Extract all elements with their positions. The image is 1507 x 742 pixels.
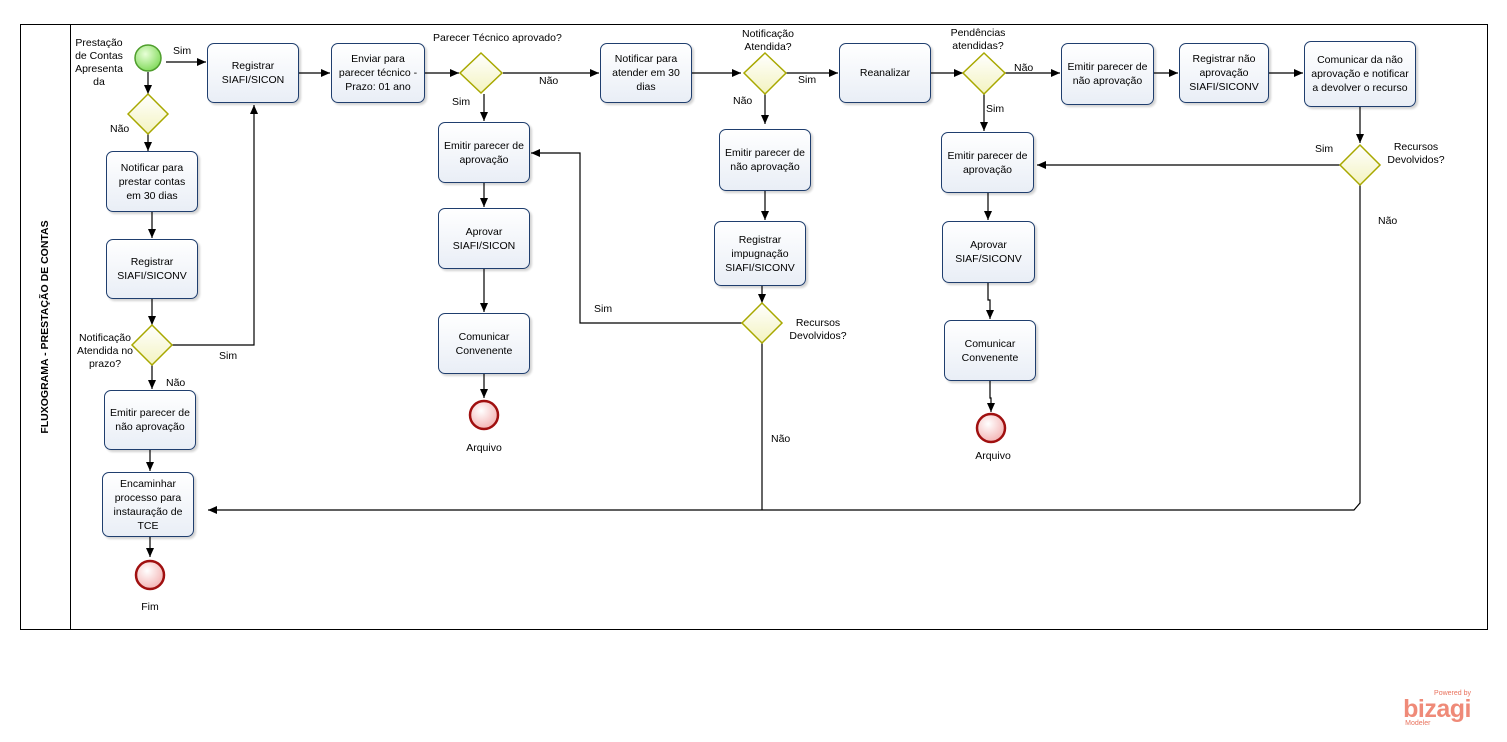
flow-label-nao: Não bbox=[539, 75, 559, 87]
gateway-parecer-tecnico bbox=[458, 51, 504, 95]
pool-border bbox=[20, 24, 1488, 630]
task-aprovar-siaf-siconv[interactable]: Aprovar SIAF/SICONV bbox=[942, 221, 1035, 283]
task-emitir-nao-aprovacao-mid[interactable]: Emitir parecer de não aprovação bbox=[719, 129, 811, 191]
task-encaminhar-tce[interactable]: Encaminhar processo para instauração de … bbox=[102, 472, 194, 537]
end-event-arquivo-1 bbox=[468, 399, 500, 431]
gateway-label-recursos-mid: Recursos Devolvidos? bbox=[789, 317, 847, 342]
task-reanalizar[interactable]: Reanalizar bbox=[839, 43, 931, 103]
gateway-label-recursos-right: Recursos Devolvidos? bbox=[1387, 141, 1445, 166]
task-registrar-siafi-siconv[interactable]: Registrar SIAFI/SICONV bbox=[106, 239, 198, 299]
flow-label-sim: Sim bbox=[798, 74, 817, 86]
flow-label-sim: Sim bbox=[219, 350, 238, 362]
start-event bbox=[134, 44, 162, 72]
gateway-recursos-right bbox=[1338, 143, 1382, 187]
task-comunicar-nao-aprovacao[interactable]: Comunicar da não aprovação e notificar a… bbox=[1304, 41, 1416, 107]
gateway-label-notificacao: Notificação Atendida? bbox=[742, 28, 794, 53]
flow-label-sim: Sim bbox=[452, 96, 471, 108]
gateway-prestacao bbox=[126, 92, 170, 136]
bizagi-logo: Powered by bizagi Modeler bbox=[1403, 690, 1471, 727]
task-registrar-siafi-sicon[interactable]: Registrar SIAFI/SICON bbox=[207, 43, 299, 103]
flow-label-nao: Não bbox=[733, 95, 753, 107]
flow-label-nao: Não bbox=[166, 377, 186, 389]
task-comunicar-convenente-2[interactable]: Comunicar Convenente bbox=[944, 320, 1036, 381]
flow-label-nao: Não bbox=[1378, 215, 1398, 227]
task-emitir-nao-aprovacao-top[interactable]: Emitir parecer de não aprovação bbox=[1061, 43, 1154, 105]
task-emitir-aprovacao-2[interactable]: Emitir parecer de aprovação bbox=[941, 132, 1034, 193]
gateway-recursos-mid bbox=[740, 301, 784, 345]
gateway-label-pendencias: Pendências atendidas? bbox=[950, 27, 1006, 52]
flow-label-nao: Não bbox=[110, 123, 130, 135]
flow-label-nao: Não bbox=[771, 433, 791, 445]
event-label-arquivo-2: Arquivo bbox=[975, 450, 1011, 462]
event-label-arquivo-1: Arquivo bbox=[466, 442, 502, 454]
task-registrar-nao-aprovacao[interactable]: Registrar não aprovação SIAFI/SICONV bbox=[1179, 43, 1269, 103]
task-notificar-prestar-contas[interactable]: Notificar para prestar contas em 30 dias bbox=[106, 151, 198, 212]
event-label-fim: Fim bbox=[141, 601, 159, 613]
gateway-label-parecer: Parecer Técnico aprovado? bbox=[433, 32, 562, 44]
task-notificar-atender[interactable]: Notificar para atender em 30 dias bbox=[600, 43, 692, 103]
task-aprovar-siafi-sicon[interactable]: Aprovar SIAFI/SICON bbox=[438, 208, 530, 269]
task-emitir-aprovacao-1[interactable]: Emitir parecer de aprovação bbox=[438, 122, 530, 183]
flow-label-nao: Não bbox=[1014, 62, 1034, 74]
gateway-label-notificacao-prazo: Notificação Atendida no prazo? bbox=[76, 332, 134, 370]
gateway-notificacao-atendida bbox=[742, 51, 788, 96]
task-enviar-parecer-tecnico[interactable]: Enviar para parecer técnico - Prazo: 01 … bbox=[331, 43, 425, 103]
task-emitir-nao-aprovacao-left[interactable]: Emitir parecer de não aprovação bbox=[104, 390, 196, 450]
flow-label-sim: Sim bbox=[1315, 143, 1334, 155]
flow-label-sim: Sim bbox=[594, 303, 613, 315]
end-event-fim bbox=[134, 559, 166, 591]
pool-title: FLUXOGRAMA - PRESTAÇÃO DE CONTAS bbox=[39, 219, 51, 434]
flow-label-sim: Sim bbox=[986, 103, 1005, 115]
task-registrar-impugnacao[interactable]: Registrar impugnação SIAFI/SICONV bbox=[714, 221, 806, 286]
task-comunicar-convenente-1[interactable]: Comunicar Convenente bbox=[438, 313, 530, 374]
flow-label-sim: Sim bbox=[173, 45, 192, 57]
gateway-notificacao-prazo bbox=[130, 323, 174, 367]
end-event-arquivo-2 bbox=[975, 412, 1007, 444]
gateway-label-prestacao: Prestação de Contas Apresenta da bbox=[75, 37, 123, 88]
gateway-pendencias bbox=[961, 51, 1007, 96]
